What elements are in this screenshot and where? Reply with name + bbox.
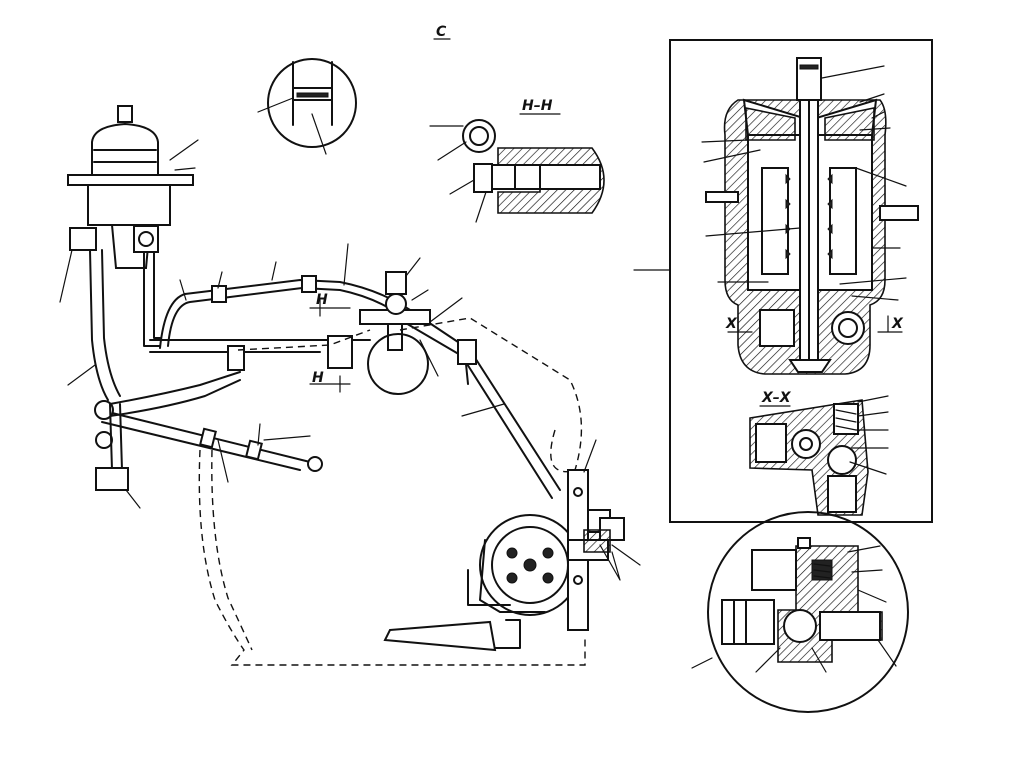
section-h-h-detail: H–H — [429, 98, 605, 223]
detail-circle-fitting — [257, 58, 357, 155]
cut-mark-h-bottom: H — [312, 370, 324, 386]
section-x-x-label: X–X — [761, 390, 792, 406]
relay-valve-bracket: H H — [227, 257, 505, 417]
cut-mark-x-left: X — [725, 316, 738, 332]
circular-detail-valve — [691, 511, 909, 713]
compressor-unit — [383, 439, 641, 652]
section-h-h-label: H–H — [522, 98, 553, 114]
vehicle-frame-outline — [198, 317, 586, 666]
brake-chamber-assembly — [59, 105, 199, 303]
valve-section-panel: X X X–X — [633, 39, 933, 523]
cut-mark-h-top: H — [316, 292, 328, 308]
view-c-label: C — [436, 24, 447, 40]
cut-mark-x-right: X — [891, 316, 904, 332]
